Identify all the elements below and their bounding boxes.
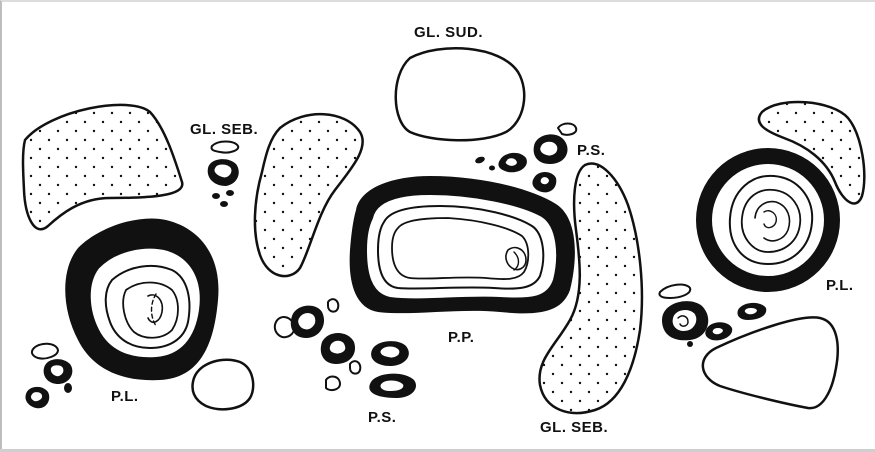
label-ps-bottom: P.S.: [368, 409, 396, 426]
sebaceous-gland-lobe-left-middle: [255, 114, 363, 276]
label-gl-seb-left: GL. SEB.: [190, 121, 258, 138]
secondary-follicle-cluster-lower-left: [25, 344, 72, 409]
unlabeled-oval-left: [193, 360, 254, 410]
label-pp: P.P.: [448, 329, 474, 346]
lanugo-hair-follicle-right: [696, 148, 840, 292]
label-pl-left: P.L.: [111, 388, 139, 405]
principal-hair-follicle: [350, 176, 575, 313]
secondary-follicle-cluster-upper-left: [208, 142, 239, 208]
label-gl-sud: GL. SUD.: [414, 24, 483, 41]
sebaceous-gland-lobe-left-top: [23, 105, 182, 229]
sweat-gland: [396, 48, 525, 140]
secondary-follicle-cluster-bottom-center: [275, 299, 416, 398]
label-ps-top: P.S.: [577, 142, 605, 159]
label-pl-right: P.L.: [826, 277, 854, 294]
label-gl-seb-right: GL. SEB.: [540, 419, 608, 436]
lanugo-hair-follicle-left: [65, 218, 218, 380]
